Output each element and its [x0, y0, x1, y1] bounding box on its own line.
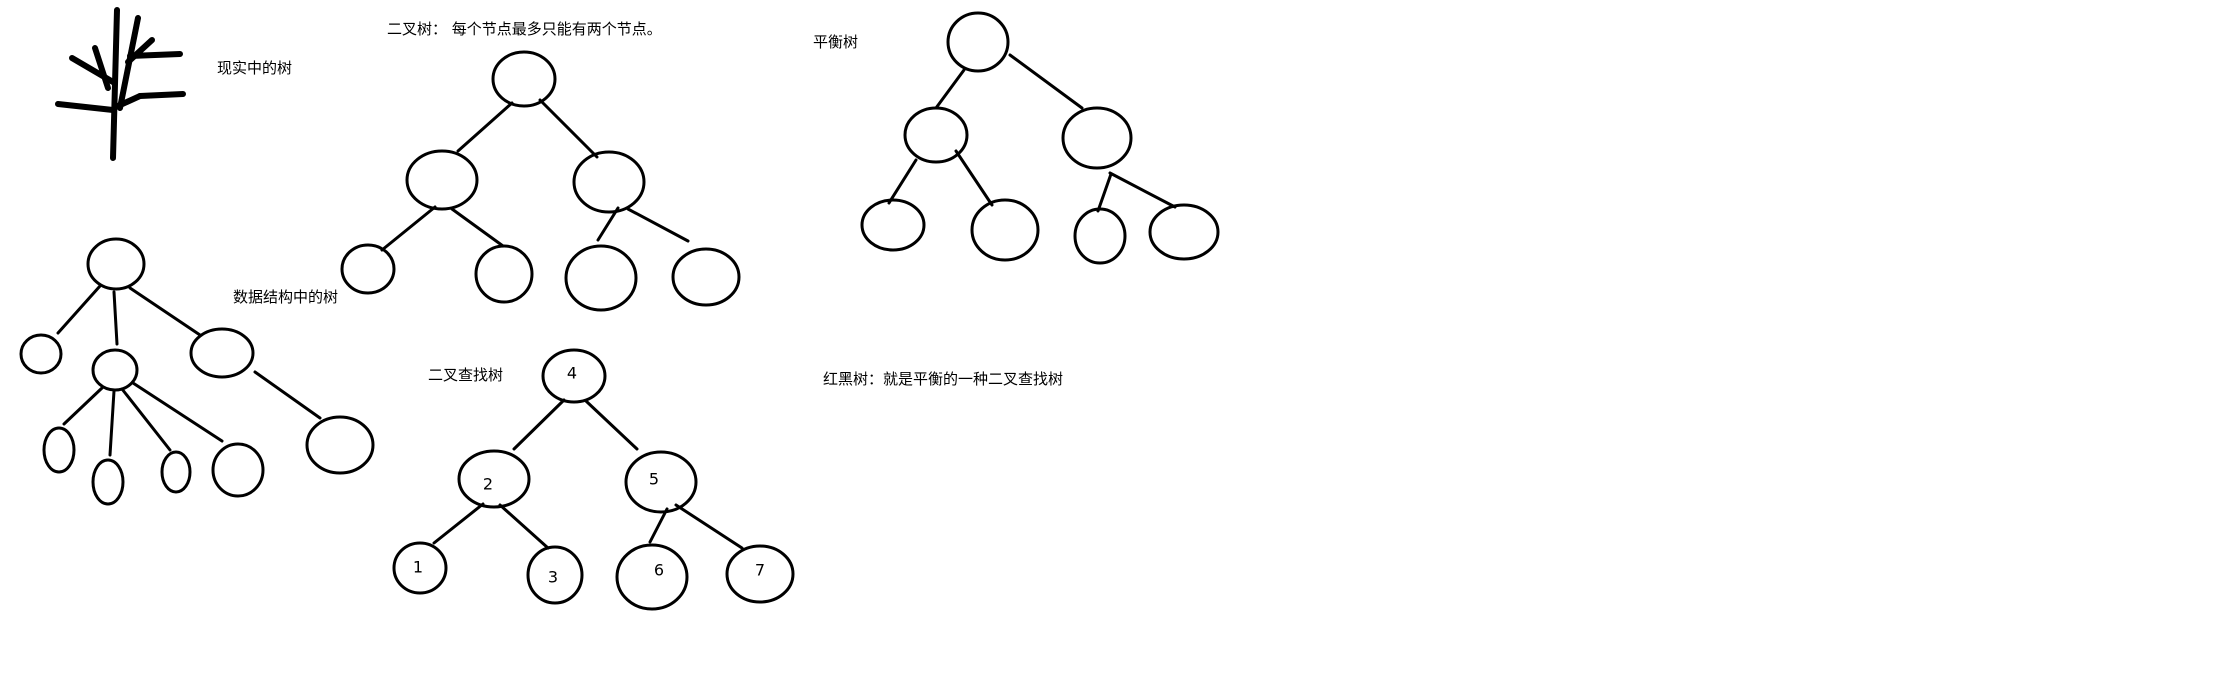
binary-tree [340, 50, 741, 312]
bst-node-right: 5 [624, 450, 698, 514]
balanced-tree-edge [887, 158, 918, 205]
ds-tree-edge [108, 389, 116, 457]
red-black-tree-label: 红黑树：就是平衡的一种二叉查找树 [823, 370, 1063, 388]
real-tree-label: 现实中的树 [217, 59, 292, 77]
real-tree-branch [92, 45, 111, 91]
balanced-tree-edge [1108, 171, 1177, 209]
ds-tree-node [305, 415, 375, 475]
real-tree-sketch [55, 7, 186, 161]
ds-tree-node [189, 327, 255, 379]
balanced-tree-node [970, 198, 1040, 262]
balanced-tree [860, 11, 1220, 265]
binary-tree-edge [626, 207, 690, 243]
bst-edge [648, 507, 669, 544]
bst-node-value: 5 [649, 470, 659, 489]
balanced-tree-edge [934, 68, 966, 110]
binary-tree-edge [450, 207, 505, 248]
ds-tree-edge [62, 386, 104, 426]
bst-node-root: 4 [541, 348, 607, 404]
bst-edge [584, 399, 639, 451]
ds-tree-edge [253, 370, 322, 420]
binary-tree-edge [538, 98, 599, 159]
bst-node-left-left: 1 [392, 541, 448, 595]
binary-tree-node [340, 243, 396, 295]
binary-tree-edge [456, 101, 514, 153]
ds-tree-node [211, 442, 265, 498]
binary-tree-node [671, 247, 741, 307]
real-tree-branch [125, 37, 155, 65]
ds-tree-edge [120, 387, 172, 452]
binary-tree-node [572, 150, 646, 214]
balanced-tree-node [860, 198, 926, 252]
real-tree-branch [69, 55, 116, 85]
binary-tree-node [564, 244, 638, 312]
ds-tree-edge [56, 284, 102, 335]
ds-tree-node [91, 348, 139, 392]
balanced-tree-node [1073, 207, 1127, 265]
binary-tree-node [491, 50, 557, 108]
ds-tree-edge [131, 381, 224, 443]
bst-node-value: 4 [567, 364, 577, 383]
real-tree-branch [137, 91, 186, 99]
ds-tree-node [42, 426, 76, 474]
ds-tree-label: 数据结构中的树 [233, 288, 338, 306]
bst-node-value: 2 [483, 475, 493, 494]
bst-node-value: 7 [755, 561, 765, 580]
bst-edges [432, 398, 744, 550]
bst-node-value: 3 [548, 568, 558, 587]
ds-tree-node [91, 458, 125, 506]
binary-tree-node [474, 244, 534, 304]
bst-node-value: 6 [654, 561, 664, 580]
bst-node-right-left: 6 [615, 543, 689, 611]
balanced-tree-node [1061, 106, 1133, 170]
bst-label: 二叉查找树 [428, 366, 503, 384]
bst-node-right-right: 7 [725, 544, 795, 604]
ds-tree-node [86, 237, 146, 291]
balanced-tree-node [1148, 203, 1220, 261]
ds-tree-edge [128, 286, 202, 337]
bst-node-left-right: 3 [526, 545, 584, 605]
ds-tree-node [160, 450, 192, 494]
balanced-tree-node [903, 106, 969, 164]
balanced-tree-edge [1008, 53, 1084, 110]
real-tree-branch [55, 101, 116, 113]
ds-tree [19, 237, 375, 506]
binary-tree-edge [380, 205, 437, 252]
ds-tree-node [19, 333, 63, 375]
balanced-tree-edge [1096, 172, 1113, 213]
binary-tree-label: 二叉树： 每个节点最多只能有两个节点。 [387, 20, 662, 38]
binary-tree-edge [596, 206, 620, 242]
real-tree-branch [115, 93, 143, 109]
bst-edge [498, 503, 550, 550]
ds-tree-edge [112, 290, 119, 346]
bst-edge [512, 398, 566, 451]
balanced-tree-node [946, 11, 1010, 73]
bst-node-value: 1 [413, 558, 423, 577]
balanced-tree-label: 平衡树 [813, 33, 858, 51]
bst-edge [674, 503, 744, 550]
binary-tree-node [405, 149, 479, 211]
balanced-tree-edge [954, 149, 994, 207]
bst-node-left: 2 [457, 449, 531, 509]
bst-edge [432, 502, 485, 545]
